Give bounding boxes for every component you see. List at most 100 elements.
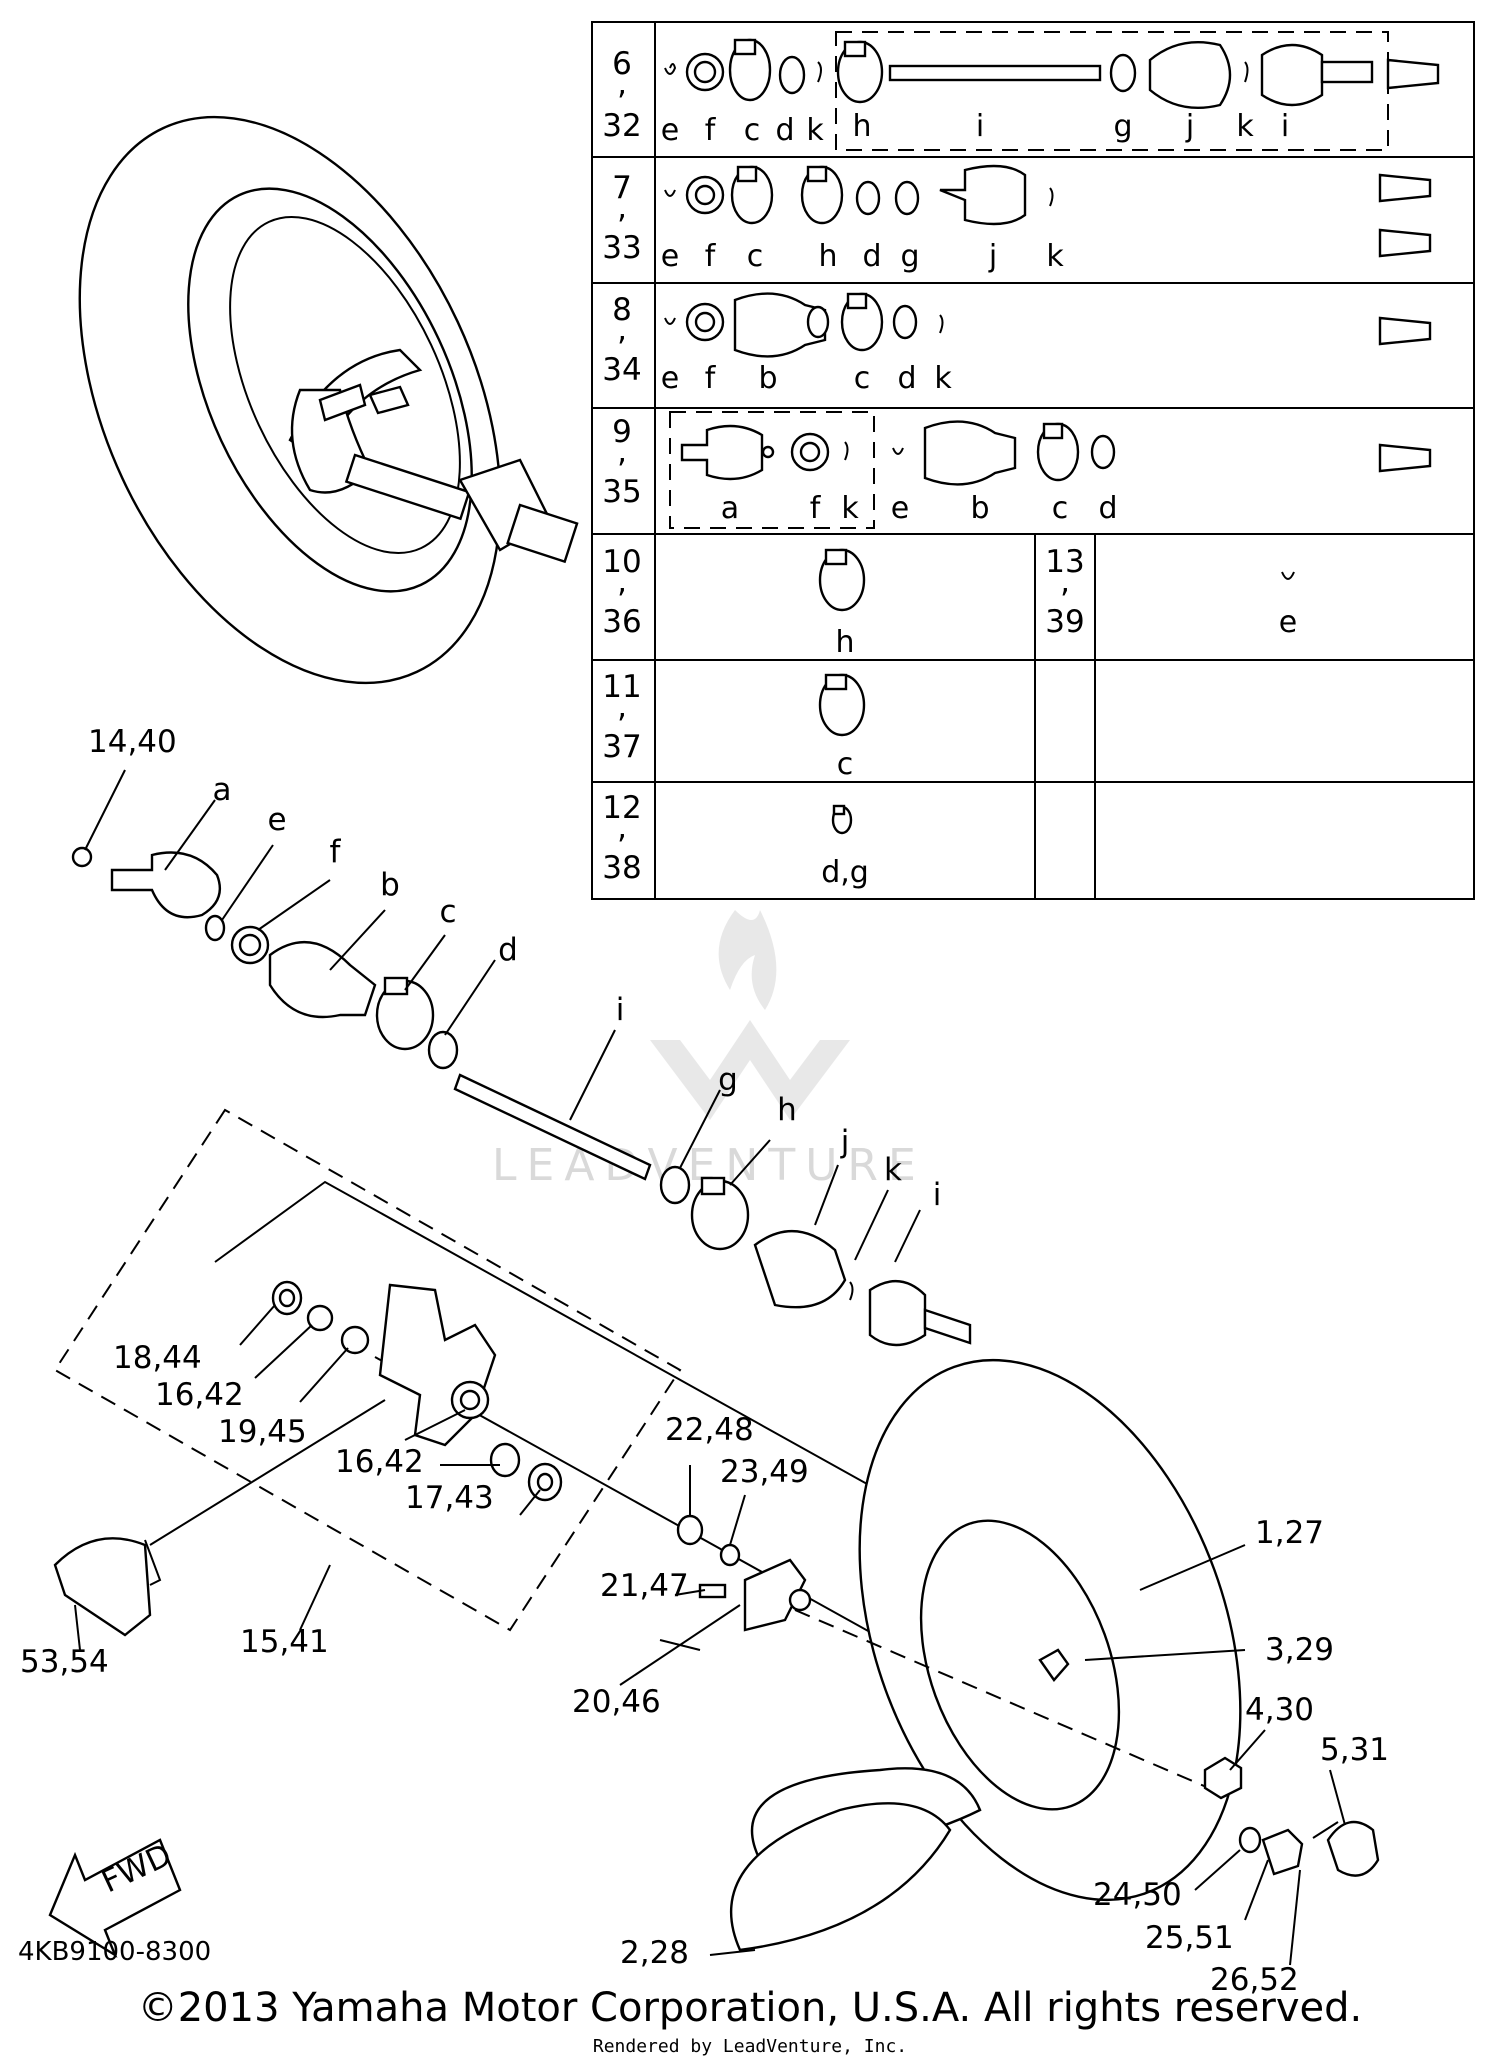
row-8-num: 8	[612, 292, 632, 328]
knuckle-assembly	[53, 1108, 1027, 1659]
svg-text:k: k	[1236, 109, 1254, 144]
callout-15-41: 15,41	[240, 1624, 329, 1660]
svg-text:k: k	[806, 113, 824, 148]
callout-g: g	[718, 1062, 738, 1098]
svg-text:k: k	[841, 491, 859, 526]
table-row-3-letters: e f b c d k	[661, 361, 953, 396]
callout-20-46: 20,46	[572, 1684, 661, 1720]
table-row-2-parts	[664, 164, 1432, 258]
svg-text:,: ,	[617, 564, 627, 600]
svg-text:e: e	[661, 113, 679, 148]
callout-1-27: 1,27	[1255, 1515, 1324, 1551]
table-row-1-parts	[664, 38, 1440, 109]
svg-text:h: h	[818, 239, 837, 274]
svg-text:,: ,	[617, 434, 627, 470]
copyright-notice: ©2013 Yamaha Motor Corporation, U.S.A. A…	[137, 1985, 1363, 2031]
row-13-num: 13	[1045, 544, 1084, 580]
row-34-num: 34	[602, 352, 641, 388]
svg-text:a: a	[721, 491, 739, 526]
svg-text:f: f	[705, 361, 717, 396]
callout-2-28: 2,28	[620, 1935, 689, 1971]
svg-text:e: e	[661, 361, 679, 396]
callout-4-30: 4,30	[1245, 1692, 1314, 1728]
row-37-num: 37	[602, 729, 641, 765]
svg-text:e: e	[661, 239, 679, 274]
callout-c: c	[439, 894, 456, 930]
svg-text:e: e	[1279, 605, 1297, 640]
callout-a: a	[213, 772, 232, 808]
svg-text:b: b	[970, 491, 989, 526]
row-7-num: 7	[612, 170, 632, 206]
svg-text:h: h	[835, 625, 854, 660]
callout-26-52: 26,52	[1210, 1962, 1299, 1998]
svg-text:f: f	[705, 239, 717, 274]
bottom-wheel-assembly	[676, 1358, 1380, 1952]
svg-text:g: g	[900, 239, 919, 274]
svg-text:,: ,	[1060, 564, 1070, 600]
callout-24-50: 24,50	[1093, 1877, 1182, 1913]
svg-text:b: b	[758, 361, 777, 396]
watermark-logo	[650, 910, 850, 1120]
callout-18-44: 18,44	[113, 1340, 202, 1376]
svg-text:c: c	[854, 361, 871, 396]
svg-text:i: i	[1281, 109, 1289, 144]
row-39-num: 39	[1045, 604, 1084, 640]
row-9-num: 9	[612, 414, 632, 450]
svg-text:,: ,	[617, 312, 627, 348]
rendered-by: Rendered by LeadVenture, Inc.	[592, 2036, 908, 2057]
svg-text:k: k	[1046, 239, 1064, 274]
svg-text:d: d	[1098, 491, 1117, 526]
row-36-num: 36	[602, 604, 641, 640]
table-rows-5-7-letters: h e c d,g	[821, 605, 1297, 890]
top-wheel-illustration	[78, 115, 579, 685]
callout-53-54: 53,54	[20, 1644, 109, 1680]
svg-text:e: e	[891, 491, 909, 526]
svg-text:k: k	[934, 361, 952, 396]
svg-text:j: j	[1185, 109, 1194, 144]
table-row-1-letters: e f c d k h i g j k i	[661, 109, 1289, 148]
callout-23-49: 23,49	[720, 1454, 809, 1490]
callout-leaders	[74, 769, 1346, 1966]
callout-labels: 14,40 a e f b c d i g h j k i 18,44 16,4…	[20, 724, 1389, 1998]
svg-text:j: j	[988, 239, 997, 274]
table-rows-5-7-parts	[818, 548, 1295, 835]
table-row-4-letters: a f k e b c d	[721, 491, 1118, 526]
svg-text:f: f	[705, 113, 717, 148]
callout-3-29: 3,29	[1265, 1632, 1334, 1668]
row-6-num: 6	[612, 46, 632, 82]
callout-5-31: 5,31	[1320, 1732, 1389, 1768]
callout-b: b	[380, 867, 400, 903]
callout-16-42a: 16,42	[155, 1377, 244, 1413]
callout-22-48: 22,48	[665, 1412, 754, 1448]
callout-e: e	[267, 802, 286, 838]
callout-h: h	[777, 1092, 797, 1128]
svg-text:c: c	[747, 239, 764, 274]
svg-text:d: d	[775, 113, 794, 148]
table-row-numbers: 6 , 32 7 , 33 8 , 34 9 , 35 10 , 36 13 ,…	[602, 46, 1084, 886]
table-row-4-parts	[680, 420, 1432, 486]
row-12-num: 12	[602, 790, 641, 826]
table-row-2-letters: e f c h d g j k	[661, 239, 1065, 274]
catalog-code: 4KB9100-8300	[18, 1937, 212, 1967]
svg-text:,: ,	[617, 689, 627, 725]
svg-text:h: h	[852, 109, 871, 144]
table-row-3-parts	[664, 292, 1432, 358]
svg-text:d,g: d,g	[821, 855, 869, 890]
callout-14-40: 14,40	[88, 724, 177, 760]
svg-text:c: c	[1052, 491, 1069, 526]
svg-text:i: i	[976, 109, 984, 144]
callout-i-2: i	[933, 1177, 942, 1213]
callout-i: i	[616, 992, 625, 1028]
svg-text:,: ,	[617, 190, 627, 226]
callout-21-47: 21,47	[600, 1568, 689, 1604]
fwd-arrow: FWD	[48, 1837, 182, 1958]
row-32-num: 32	[602, 108, 641, 144]
callout-j: j	[840, 1124, 850, 1160]
callout-f: f	[330, 834, 342, 870]
callout-16-42b: 16,42	[335, 1444, 424, 1480]
svg-text:,: ,	[617, 66, 627, 102]
row-11-num: 11	[602, 669, 641, 705]
callout-19-45: 19,45	[218, 1414, 307, 1450]
row-33-num: 33	[602, 230, 641, 266]
